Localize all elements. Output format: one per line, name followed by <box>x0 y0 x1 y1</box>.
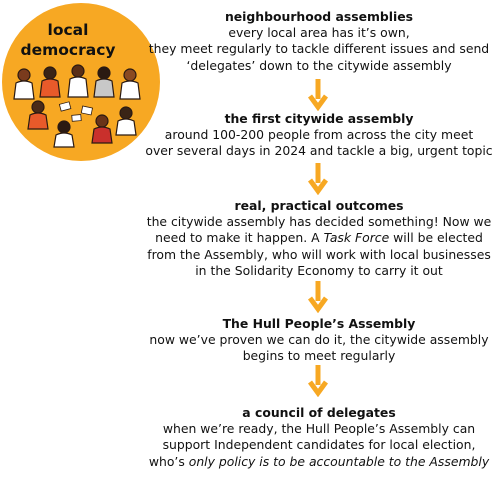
accountability-emphasis: only policy is to be accountable to the … <box>188 453 490 469</box>
down-arrow-icon <box>308 365 328 397</box>
step-text-line: in the Solidarity Economy to carry it ou… <box>195 262 443 278</box>
step-text-line: every local area has it’s own, <box>228 25 410 41</box>
people-illustration <box>13 64 141 148</box>
step-title: a council of delegates <box>242 405 396 420</box>
step-text-line: support Independent candidates for local… <box>162 437 476 453</box>
logo-title-line2: democracy <box>20 41 116 59</box>
step-neighbourhood-assemblies: neighbourhood assemblies every local are… <box>140 9 498 74</box>
step-text-segment: will be elected <box>389 230 483 246</box>
down-arrow-icon <box>308 281 328 313</box>
step-text-segment: who’s <box>148 453 189 469</box>
step-title: the first citywide assembly <box>224 111 414 126</box>
step-title: real, practical outcomes <box>234 198 404 213</box>
step-text-line: over several days in 2024 and tackle a b… <box>145 143 493 159</box>
task-force-emphasis: Task Force <box>323 230 390 246</box>
step-text-line-mixed: need to make it happen. A Task Force wil… <box>140 230 498 246</box>
step-title: The Hull People’s Assembly <box>222 316 416 331</box>
step-practical-outcomes: real, practical outcomes the citywide as… <box>140 198 498 279</box>
down-arrow-icon <box>308 163 328 195</box>
step-first-citywide-assembly: the first citywide assembly around 100-2… <box>140 111 498 160</box>
step-text-line: the citywide assembly has decided someth… <box>146 214 492 230</box>
logo-title-line1: local <box>47 21 89 39</box>
step-text-line: begins to meet regularly <box>242 348 396 364</box>
local-democracy-logo: local democracy <box>2 3 160 161</box>
step-title: neighbourhood assemblies <box>224 9 414 24</box>
step-hull-peoples-assembly: The Hull People’s Assembly now we’ve pro… <box>140 316 498 365</box>
step-text-line: from the Assembly, who will work with lo… <box>147 246 491 262</box>
step-text-line: when we’re ready, the Hull People’s Asse… <box>162 421 476 437</box>
step-text-line-mixed: who’s only policy is to be accountable t… <box>140 454 498 470</box>
step-text-line: around 100-200 people from across the ci… <box>164 127 474 143</box>
down-arrow-icon <box>308 79 328 111</box>
step-text-segment: need to make it happen. A <box>155 230 324 246</box>
step-text-line: now we’ve proven we can do it, the cityw… <box>149 332 489 348</box>
step-text-line: ‘delegates’ down to the citywide assembl… <box>186 57 452 73</box>
step-text-line: they meet regularly to tackle different … <box>148 41 490 57</box>
step-council-of-delegates: a council of delegates when we’re ready,… <box>140 405 498 470</box>
